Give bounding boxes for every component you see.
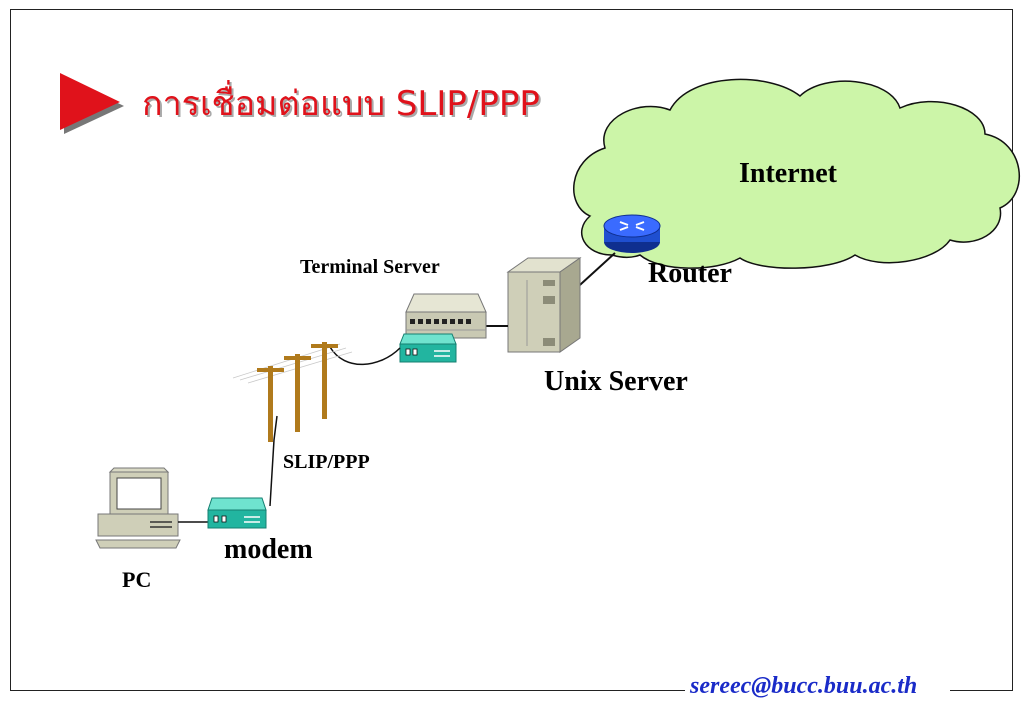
pc-modem-icon [207, 497, 267, 529]
unix-server-icon [506, 257, 582, 353]
footer-rule-left [10, 690, 685, 691]
modem-line [269, 415, 278, 507]
phone-wire [329, 346, 401, 366]
slide-title: การเชื่อมต่อแบบ SLIP/PPP [142, 84, 540, 124]
modem-label: modem [224, 534, 313, 565]
footer-email: sereec@bucc.buu.ac.th [690, 673, 918, 699]
internet-cloud-icon [573, 78, 1021, 269]
slip-ppp-label: SLIP/PPP [283, 451, 370, 473]
terminal-server-label: Terminal Server [300, 256, 440, 278]
router-icon [603, 214, 661, 253]
title-bullet-icon [60, 73, 124, 134]
pc-icon [95, 467, 181, 549]
telephone-poles-icon [232, 342, 353, 442]
slide-frame [10, 9, 1013, 691]
unix-server-label: Unix Server [544, 366, 688, 397]
router-label: Router [648, 258, 732, 289]
internet-label: Internet [739, 158, 837, 189]
footer-rule-right [950, 690, 1013, 691]
terminal-server-icon [405, 293, 487, 339]
pc-label: PC [122, 567, 152, 592]
server-modem-icon [399, 333, 457, 363]
